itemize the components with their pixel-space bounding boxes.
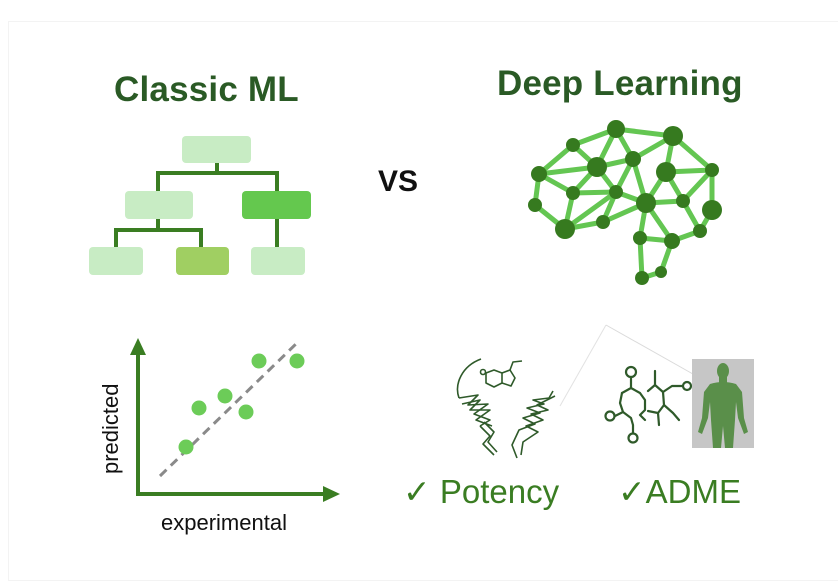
vs-label: VS bbox=[378, 165, 419, 198]
tree-node-mid-left bbox=[125, 191, 193, 219]
tree-node-mid-right bbox=[242, 191, 311, 219]
brain-node bbox=[528, 198, 542, 212]
brain-node bbox=[636, 193, 656, 213]
y-axis-arrow-icon bbox=[130, 338, 146, 355]
tree-connector-root bbox=[156, 163, 279, 191]
adme-check: ✓ADME bbox=[618, 472, 741, 511]
brain-node bbox=[635, 271, 649, 285]
brain-node bbox=[656, 162, 676, 182]
tree-node-leaf-2 bbox=[176, 247, 229, 275]
potency-label: Potency bbox=[430, 473, 560, 510]
brain-node bbox=[566, 186, 580, 200]
brain-node bbox=[664, 233, 680, 249]
tree-node-leaf-3 bbox=[251, 247, 305, 275]
x-axis-label: experimental bbox=[161, 510, 287, 535]
tree-node-leaf-1 bbox=[89, 247, 143, 275]
brain-node bbox=[655, 266, 667, 278]
scatter-point bbox=[191, 400, 207, 416]
brain-node bbox=[633, 231, 647, 245]
scatter-point bbox=[178, 439, 194, 455]
brain-node bbox=[555, 219, 575, 239]
brain-node bbox=[702, 200, 722, 220]
brain-node bbox=[566, 138, 580, 152]
brain-node bbox=[609, 185, 623, 199]
brain-node bbox=[596, 215, 610, 229]
tree-node-root bbox=[182, 136, 251, 163]
x-axis-arrow-icon bbox=[323, 486, 340, 502]
brain-node bbox=[531, 166, 547, 182]
tree-connector-left bbox=[114, 219, 203, 247]
brain-edge bbox=[562, 189, 619, 232]
classic-ml-title: Classic ML bbox=[114, 70, 299, 109]
check-icon: ✓ bbox=[618, 473, 646, 510]
scatter-point bbox=[217, 388, 233, 404]
scatter-point bbox=[238, 404, 254, 420]
brain-node bbox=[705, 163, 719, 177]
brain-node bbox=[663, 126, 683, 146]
check-icon: ✓ bbox=[403, 473, 431, 510]
deep-learning-title: Deep Learning bbox=[497, 64, 743, 103]
brain-node bbox=[607, 120, 625, 138]
brain-node bbox=[625, 151, 641, 167]
brain-node bbox=[676, 194, 690, 208]
adme-label: ADME bbox=[645, 473, 741, 510]
brain-node bbox=[587, 157, 607, 177]
scatter-point bbox=[251, 353, 267, 369]
potency-check: ✓ Potency bbox=[403, 472, 559, 511]
brain-node bbox=[693, 224, 707, 238]
brain-edge bbox=[680, 167, 715, 204]
brain-edge bbox=[570, 189, 619, 196]
scatter-point bbox=[289, 353, 305, 369]
